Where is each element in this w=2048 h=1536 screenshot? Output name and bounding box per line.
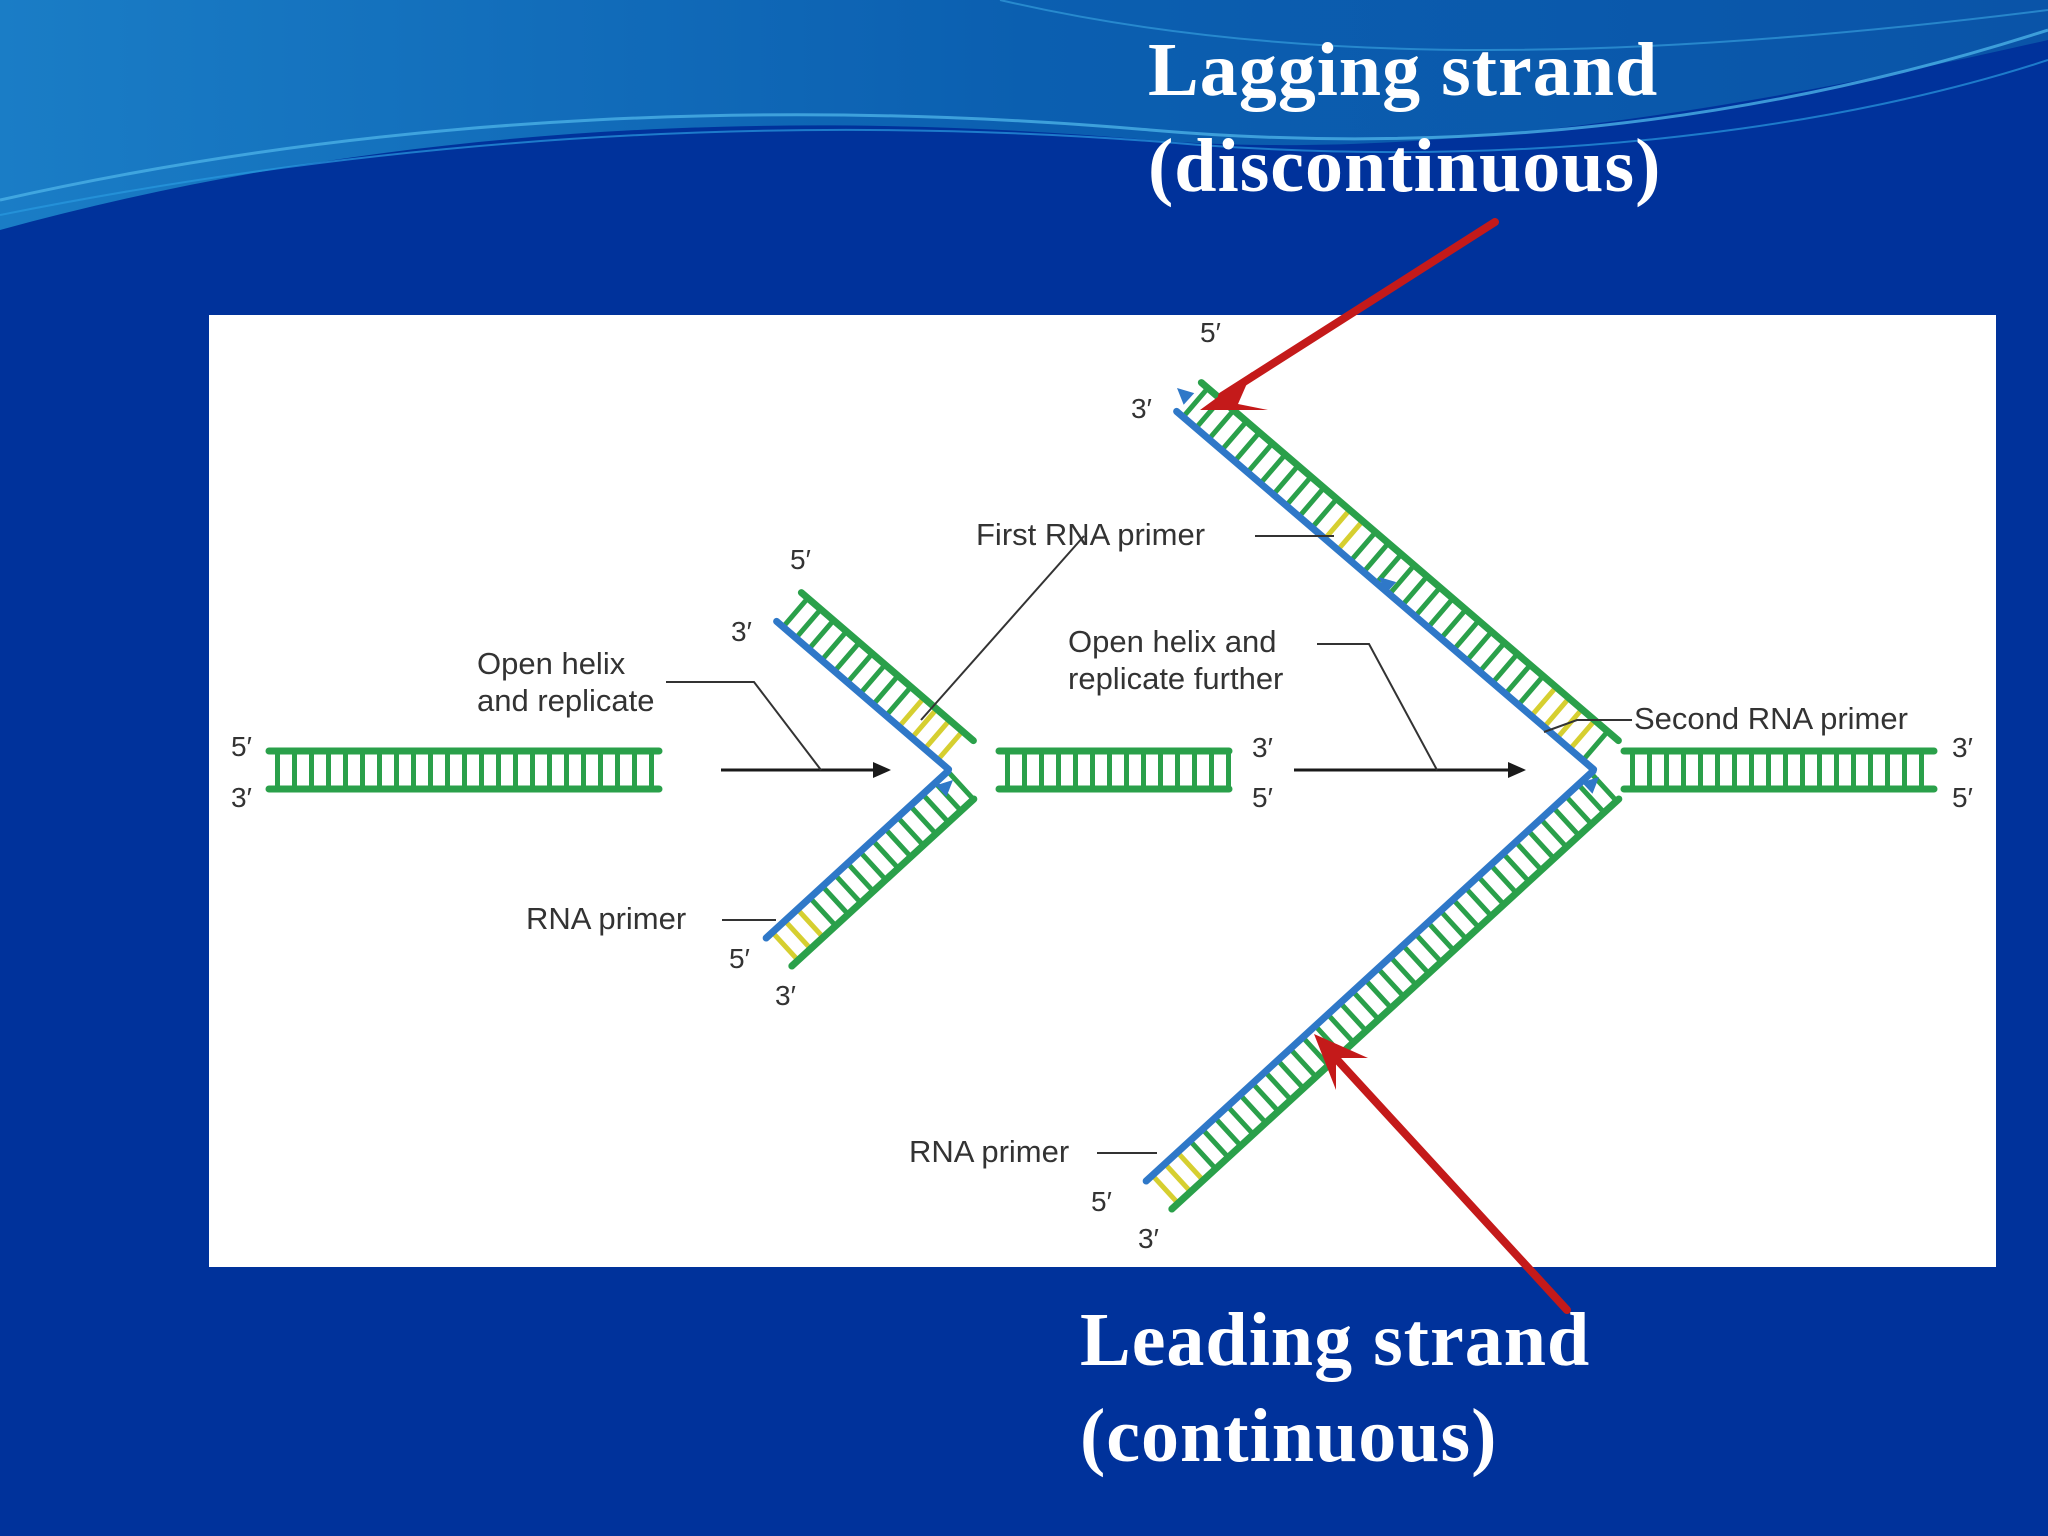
- leader-lines: [666, 535, 1632, 1154]
- fork3-lower-arrow: [1581, 777, 1599, 794]
- leading-strand-caption: Leading strand (continuous): [1080, 1292, 1590, 1484]
- lagging-strand-caption: Lagging strand (discontinuous): [1148, 22, 1661, 214]
- fork2-arrow: [935, 780, 953, 797]
- end-5-mid-lower: 5′: [729, 943, 750, 974]
- end-5-mid-right: 5′: [1252, 782, 1273, 813]
- leading-caption-line2: (continuous): [1080, 1394, 1498, 1478]
- lagging-caption-line1: Lagging strand: [1148, 28, 1659, 112]
- process-arrows: [721, 762, 1526, 778]
- fork2-upper-arm: [773, 589, 977, 773]
- label-open-helix-further: Open helix and: [1068, 624, 1277, 659]
- lagging-callout-arrow: [1218, 218, 1499, 400]
- dna-strands: [265, 379, 1938, 1213]
- end-3-far-right: 3′: [1952, 732, 1973, 763]
- end-5-far-right: 5′: [1952, 782, 1973, 813]
- end-3-mid-right: 3′: [1252, 732, 1273, 763]
- fork3-upper-arrow: [1177, 388, 1195, 405]
- fork3-lower-arm: [1142, 767, 1623, 1213]
- fork2-lower-arm: [762, 767, 978, 970]
- end-5-right-lower: 5′: [1091, 1186, 1112, 1217]
- dna-duplex-stage3: [1620, 747, 1938, 793]
- end-3-mid-upper: 3′: [731, 616, 752, 647]
- lagging-caption-line2: (discontinuous): [1148, 124, 1662, 208]
- end-3-left-bottom: 3′: [231, 782, 252, 813]
- end-5-left-top: 5′: [231, 731, 252, 762]
- label-rna-primer-right: RNA primer: [909, 1134, 1069, 1169]
- end-3-right-lower: 3′: [1138, 1223, 1159, 1254]
- end-3-mid-lower: 3′: [775, 980, 796, 1011]
- label-open-helix-replicate: Open helix: [477, 646, 626, 681]
- end-5-mid-upper: 5′: [790, 544, 811, 575]
- label-second-rna-primer: Second RNA primer: [1634, 701, 1908, 736]
- fork3-mid-arrow: [1379, 577, 1397, 594]
- diagram-panel: Open helix and replicate First RNA prime…: [209, 315, 1996, 1267]
- label-open-helix-further-line2: replicate further: [1068, 661, 1283, 696]
- end-3-right-upper: 3′: [1131, 393, 1152, 424]
- end-5-right-upper: 5′: [1200, 317, 1221, 348]
- leading-callout-arrow: [1326, 1048, 1571, 1314]
- label-first-rna-primer: First RNA primer: [976, 517, 1205, 552]
- replication-diagram: Open helix and replicate First RNA prime…: [231, 317, 1973, 1254]
- leading-caption-line1: Leading strand: [1080, 1298, 1591, 1382]
- banner-wave: [0, 0, 2048, 230]
- dna-duplex-stage2: [995, 747, 1233, 793]
- label-rna-primer-middle: RNA primer: [526, 901, 686, 936]
- label-open-helix-replicate-line2: and replicate: [477, 683, 655, 718]
- dna-duplex-stage1: [265, 747, 663, 793]
